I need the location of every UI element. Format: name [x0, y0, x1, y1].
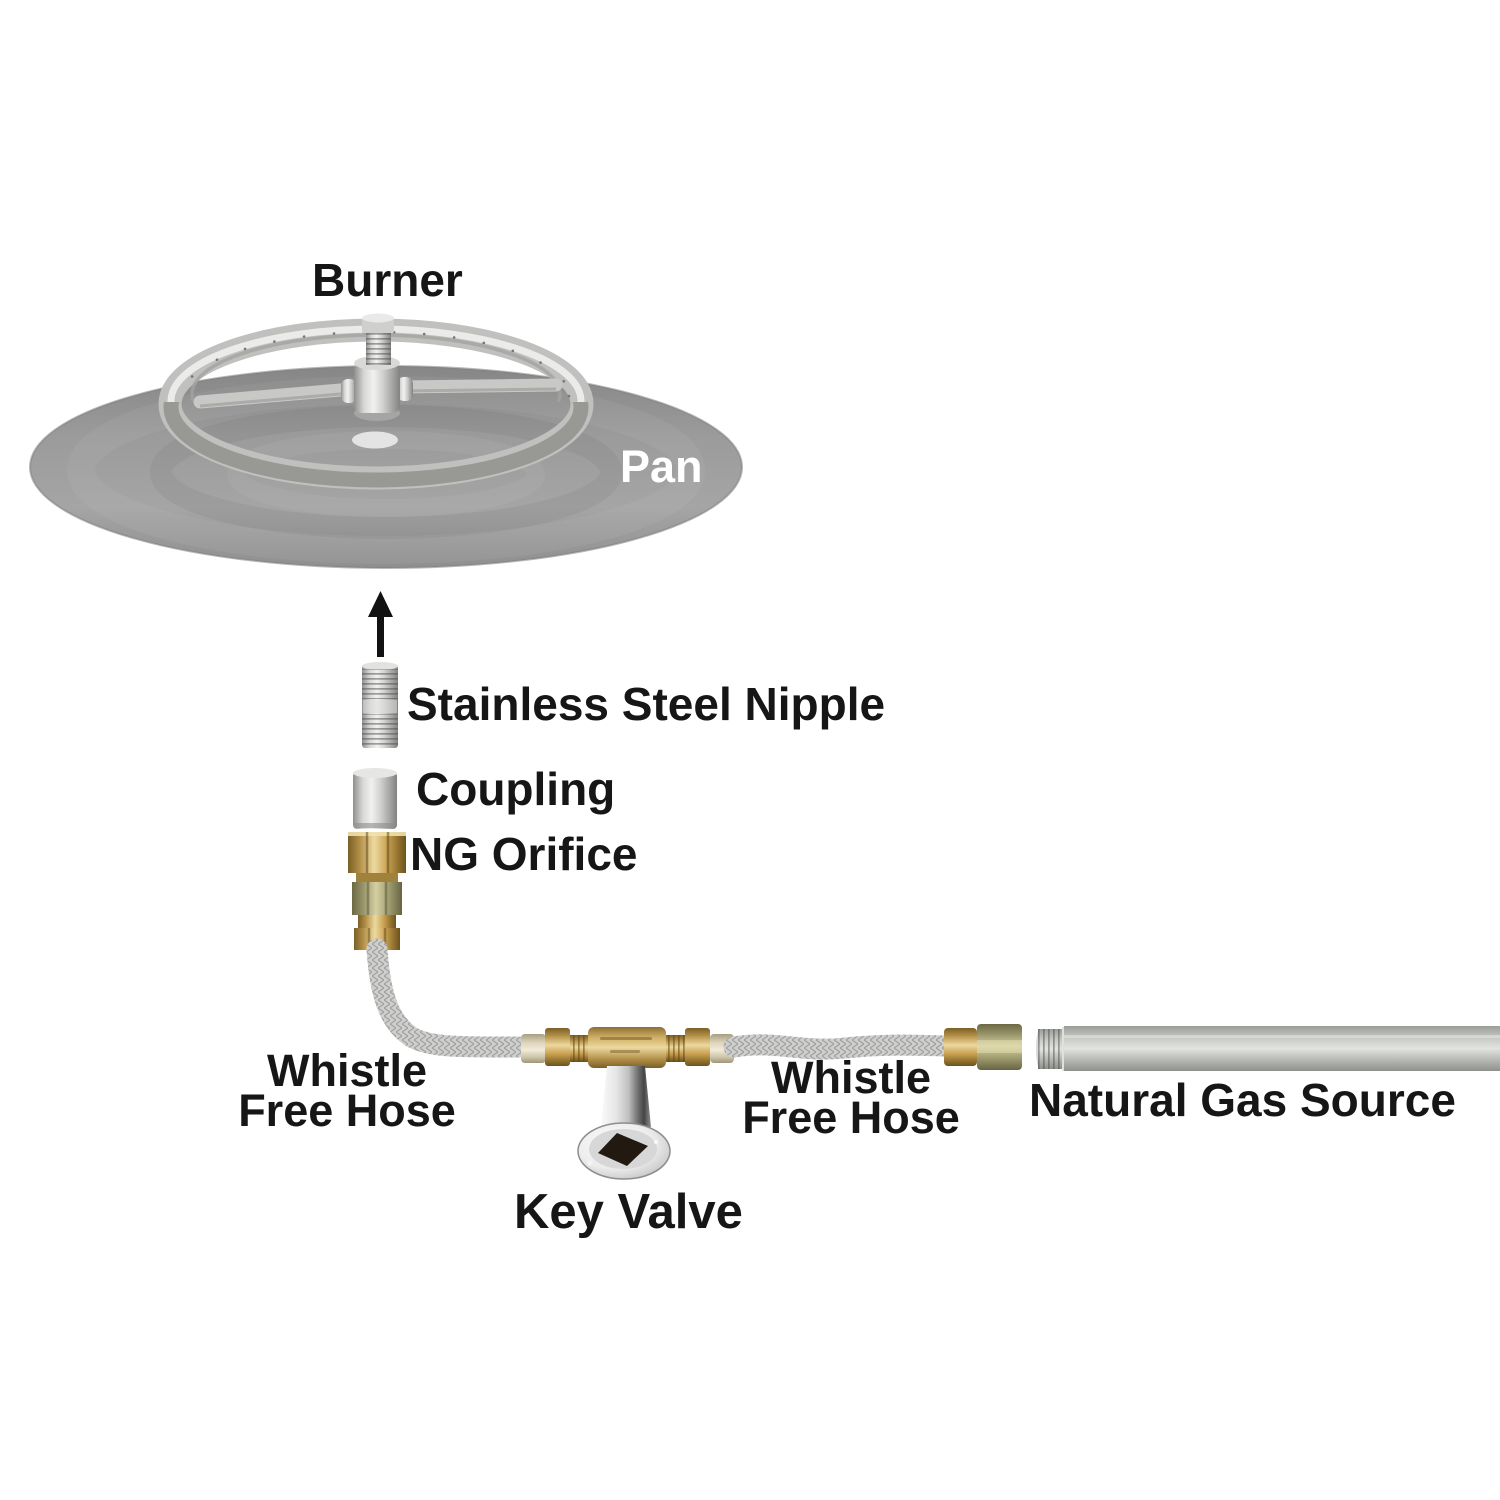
burner-label: Burner	[312, 254, 463, 306]
whistle-free-hose-right-part	[723, 1024, 1022, 1070]
stainless-steel-nipple-part	[362, 662, 398, 748]
whistle-free-hose-right-line1: Whistle	[770, 1052, 931, 1103]
coupling-label: Coupling	[416, 763, 616, 815]
whistle-free-hose-left-part	[366, 938, 529, 1058]
coupling-part	[353, 768, 397, 829]
whistle-free-hose-left-label: Whistle Free Hose	[222, 1045, 472, 1136]
pan-center-hole	[352, 431, 398, 449]
key-valve-part	[577, 1066, 671, 1180]
ng-orifice-label: NG Orifice	[410, 828, 638, 880]
key-valve-label: Key Valve	[514, 1185, 743, 1239]
stainless-steel-nipple-label: Stainless Steel Nipple	[407, 678, 886, 730]
key-valve-socket	[598, 1133, 648, 1166]
natural-gas-pipe-part	[1036, 1026, 1500, 1071]
whistle-free-hose-left-line1: Whistle	[266, 1045, 427, 1096]
key-valve-tee-fitting	[521, 1027, 734, 1068]
whistle-free-hose-right-label: Whistle Free Hose	[726, 1052, 976, 1143]
up-arrow-icon	[368, 591, 393, 657]
whistle-free-hose-left-line2: Free Hose	[238, 1085, 456, 1136]
burner-connection-stub	[362, 313, 394, 365]
whistle-free-hose-right-line2: Free Hose	[742, 1092, 960, 1143]
pan-label: Pan	[620, 441, 703, 492]
ng-orifice-part	[348, 832, 406, 950]
burner-ring	[158, 313, 594, 490]
burner-port-holes	[181, 330, 571, 402]
natural-gas-source-label: Natural Gas Source	[1029, 1074, 1456, 1126]
burner-hub	[341, 313, 413, 421]
